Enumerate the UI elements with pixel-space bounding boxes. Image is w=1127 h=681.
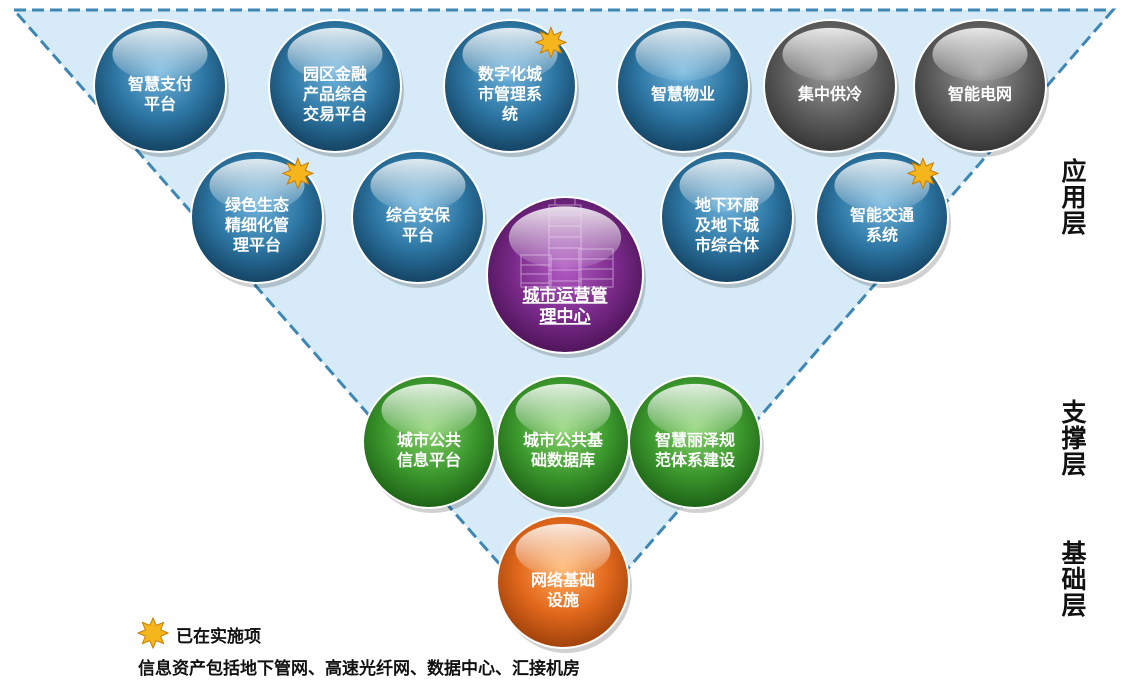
sphere-gloss <box>112 27 208 81</box>
sphere-gloss <box>508 206 622 269</box>
node-label-line: 产品综合 <box>303 85 368 104</box>
node-label-line: 统 <box>502 105 518 124</box>
implemented-star-icon <box>281 157 315 190</box>
sphere-gloss <box>287 27 383 81</box>
sphere-gloss <box>782 27 878 81</box>
node-label-line: 系统 <box>866 226 898 245</box>
sphere-gloss <box>635 27 731 81</box>
node-label-line: 智慧物业 <box>651 85 715 104</box>
node-label-line: 集中供冷 <box>797 85 862 104</box>
node-label-line: 市综合体 <box>695 236 760 255</box>
node-label-line: 城市公共基 <box>523 431 604 450</box>
node-label-line: 园区金融 <box>303 65 367 84</box>
legend-star-label: 已在实施项 <box>176 627 261 647</box>
node-smart-grid[interactable]: 智能电网 <box>913 19 1049 157</box>
node-label-line: 平台 <box>144 95 176 114</box>
node-label-line: 地下环廊 <box>695 196 759 215</box>
sphere-gloss <box>209 158 305 212</box>
layer-label-support: 支撑层 <box>1058 399 1087 477</box>
node-label-line: 理平台 <box>233 236 281 255</box>
node-label-line: 综合安保 <box>386 206 451 225</box>
sphere-gloss <box>370 158 466 212</box>
sphere-gloss <box>462 27 558 81</box>
node-label-line: 数字化城 <box>478 65 542 84</box>
node-label-line: 智能电网 <box>948 85 1012 104</box>
layer-label-application: 应用层 <box>1058 158 1087 236</box>
node-label-line: 精细化管 <box>225 216 289 235</box>
node-label-line: 城市公共 <box>397 431 461 450</box>
legend-star-icon <box>136 616 170 650</box>
node-central-cooling[interactable]: 集中供冷 <box>763 19 899 157</box>
sphere-gloss <box>679 158 775 212</box>
sphere-gloss <box>515 383 611 437</box>
node-label-line: 市管理系 <box>478 85 542 104</box>
node-label-line: 智慧支付 <box>128 75 192 94</box>
node-label-line: 绿色生态 <box>225 196 289 215</box>
node-label-line: 设施 <box>547 591 579 610</box>
sphere-gloss <box>381 383 477 437</box>
node-label-line: 平台 <box>402 226 434 245</box>
sphere-gloss <box>932 27 1028 81</box>
sphere-gloss <box>515 523 611 577</box>
node-label-line: 城市运营管 <box>523 285 608 306</box>
sphere-gloss <box>647 383 743 437</box>
node-label-line: 信息平台 <box>397 451 461 470</box>
node-label-line: 智慧丽泽规 <box>655 431 735 450</box>
building-icon <box>520 179 614 288</box>
node-label-line: 智能交通 <box>850 206 914 225</box>
node-label-line: 理中心 <box>540 306 591 327</box>
node-label-line: 及地下城 <box>695 216 759 235</box>
implemented-star-icon <box>906 157 940 190</box>
node-label-line: 网络基础 <box>531 571 595 590</box>
legend-note: 信息资产包括地下管网、高速光纤网、数据中心、汇接机房 <box>138 659 580 679</box>
node-label-line: 础数据库 <box>531 451 595 470</box>
node-smart-property[interactable]: 智慧物业 <box>616 19 752 157</box>
star-shape <box>136 616 170 650</box>
layer-label-base: 基础层 <box>1058 540 1087 618</box>
implemented-star-icon <box>534 26 568 59</box>
node-label-line: 交易平台 <box>303 105 367 124</box>
sphere-gloss <box>834 158 930 212</box>
node-label-line: 范体系建设 <box>655 451 736 470</box>
